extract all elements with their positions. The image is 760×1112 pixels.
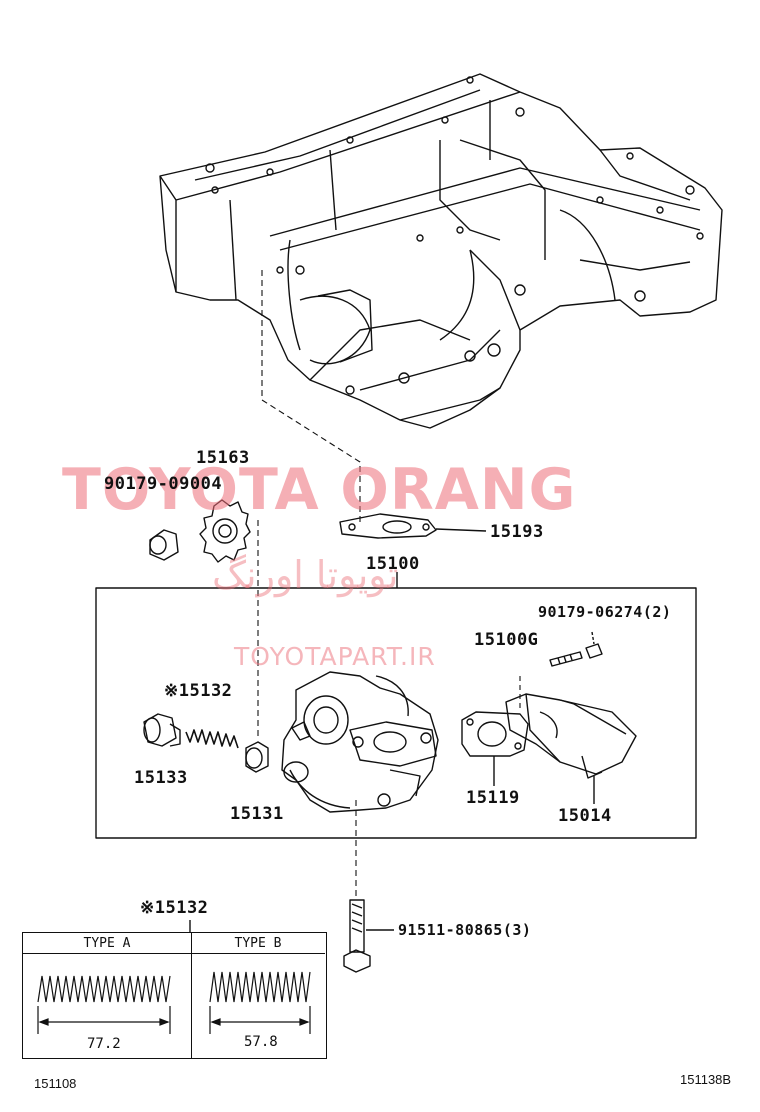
spring-type-a-drawing [37,975,171,1034]
bolt-91511-80865 [343,899,394,973]
footer-left-code: 151108 [34,1076,77,1091]
footer-right-code: 151138B [680,1072,732,1087]
spring-table-title: ※15132 [140,898,209,918]
type-a-length: 77.2 [87,1036,121,1052]
watermark-url: TOYOTAPART.IR [234,642,436,671]
plug-15133 [143,713,181,747]
label-15132: ※15132 [164,681,233,701]
label-90179-06274: 90179-06274(2) [538,603,672,621]
oil-pan-casting [159,73,723,429]
strainer-15014 [505,693,637,804]
oil-pump-group-frame [95,587,697,839]
label-15100: 15100 [366,554,420,574]
valve-15131 [245,741,269,773]
label-15163: 15163 [196,448,250,468]
label-15119: 15119 [466,788,520,808]
nut-90179-09004 [149,529,179,561]
type-b-length: 57.8 [244,1034,278,1050]
label-91511-80865: 91511-80865(3) [398,921,532,939]
label-15193: 15193 [490,522,544,542]
type-b-header: TYPE B [191,933,325,954]
spring-type-b-drawing [209,971,311,1034]
label-15131: 15131 [230,804,284,824]
assembly-line-upper [261,270,361,522]
gasket-15193 [339,513,487,539]
stud-15100G [549,631,603,667]
watermark-brand: TOYOTA ORANG [62,457,577,523]
label-15133: 15133 [134,768,188,788]
label-15014: 15014 [558,806,612,826]
label-15100G: 15100G [474,630,539,650]
sprocket-15163 [199,499,251,563]
spring-type-table: TYPE A TYPE B [22,932,327,1059]
spring-15132 [185,729,239,749]
oil-pump-body [281,671,439,813]
gasket-15119 [461,711,529,786]
table-divider [191,933,192,1058]
label-90179-09004: 90179-09004 [104,474,223,494]
watermark-persian: تویوتا اورنگ [212,553,399,597]
type-a-header: TYPE A [23,933,191,954]
